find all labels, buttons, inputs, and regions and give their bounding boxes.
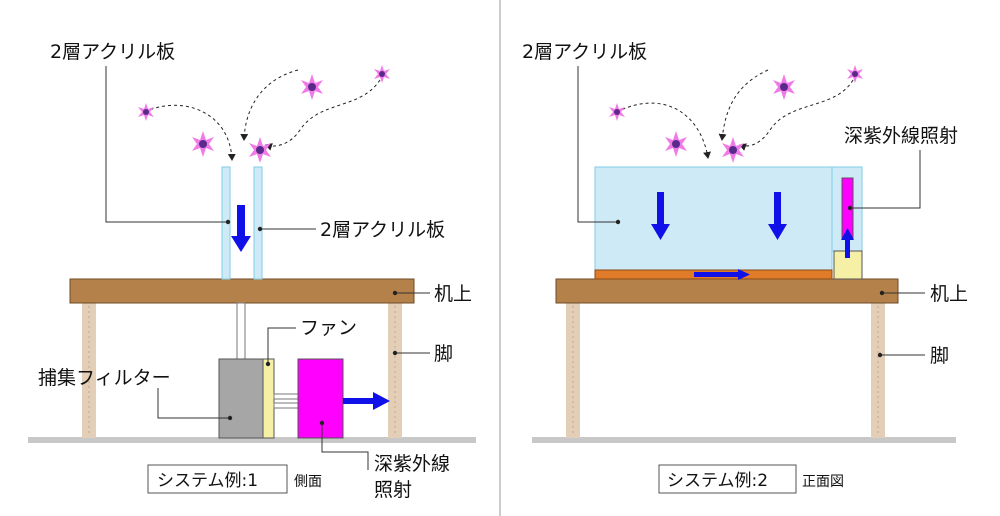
label-uv-line1: 深紫外線 [374,453,450,475]
leader-uv [319,420,369,470]
virus-particle [192,131,214,157]
desk-leg-left [566,302,580,438]
desk-leg-right [388,302,402,438]
virus-particle [665,131,687,157]
virus-particle [609,103,625,121]
leader-fan [265,327,296,367]
caption-box-2 [658,464,797,494]
label-acrylic-top: 2層アクリル板 [50,41,175,63]
virus-particle [249,137,271,163]
virus-particle [374,65,390,83]
virus-particle [138,103,154,121]
duct [236,302,246,360]
virus-particle [301,74,323,100]
airflow-down-arrow [768,192,787,240]
pipe-upper [273,393,299,400]
desk-top [69,278,415,304]
airflow-down-arrow [231,205,251,252]
particles-right [616,69,854,159]
acrylic-plate-1 [221,166,231,280]
acrylic-plate-2 [253,166,263,280]
system-example-2: 2層アクリル板 深紫外線照射 机上 脚 システム例:2 正面図 [522,41,968,494]
label-leg: 脚 [434,343,453,365]
desk-top [555,278,899,304]
capture-filter [218,358,264,439]
uv-lamp-box [297,358,344,439]
leader-acrylic-top [105,66,231,225]
caption-sub-2: 正面図 [802,474,844,490]
virus-particle [847,65,863,83]
label-leg: 脚 [930,345,949,367]
caption-text-2: システム例:2 [667,471,768,491]
pipe-lower [273,402,299,409]
desk-leg-right [871,302,885,438]
label-uv: 深紫外線照射 [844,125,958,147]
leader-acrylic [577,66,621,225]
label-fan: ファン [300,317,357,339]
label-desk: 机上 [434,283,472,305]
fan [262,358,275,439]
desk-leg-left [82,302,96,438]
system-example-1: 2層アクリル板 2層アクリル板 机上 ファン 脚 捕集フィルター 深紫外線 照射… [28,41,476,501]
exhaust-arrow [343,392,390,410]
floor [28,437,476,443]
airflow-horizontal-arrow [694,269,750,280]
airflow-down-arrow [651,192,670,240]
lamp-base [833,250,863,280]
leader-filter [157,388,233,421]
label-uv-line2: 照射 [374,479,412,501]
virus-particle [773,74,795,100]
caption-sub-1: 側面 [294,474,322,490]
caption-text-1: システム例:1 [157,471,258,491]
acrylic-panel [594,166,833,272]
particles-left [144,69,381,161]
leader-uv [847,150,921,211]
airflow-up-arrow [841,228,854,258]
caption-box-1 [147,464,288,494]
label-acrylic-top: 2層アクリル板 [522,41,647,63]
label-desk: 机上 [930,283,968,305]
floor [532,437,956,443]
virus-particle [722,137,744,163]
label-filter: 捕集フィルター [38,367,171,389]
label-acrylic-side: 2層アクリル板 [320,219,445,241]
